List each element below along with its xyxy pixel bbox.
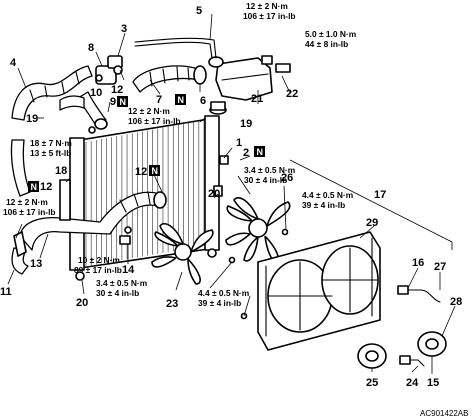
torque-fanblade-inlb: 30 ± 4 in-lb [96, 288, 139, 298]
torque-fan1-nm: 4.4 ± 0.5 N·m [302, 190, 353, 200]
callout-4: 4 [10, 57, 17, 69]
torque-drain-inlb: 89 ± 17 in-lb [74, 265, 122, 275]
fan-motor-25 [357, 343, 387, 369]
callout-6: 6 [200, 95, 206, 107]
callout-1: 1 [236, 137, 242, 149]
n-mark-2: N [257, 147, 264, 157]
callout-10: 10 [90, 87, 102, 99]
torque-drain-nm: 10 ± 2 N·m [78, 255, 120, 265]
upper-radiator-hose [132, 65, 201, 93]
torque-hose-inlb: 106 ± 17 in-lb [128, 116, 181, 126]
callout-12-top: 12 [111, 84, 123, 96]
n-mark-9: N [120, 97, 127, 107]
reserve-tank [208, 55, 291, 101]
callout-28: 28 [450, 296, 462, 308]
callout-13: 13 [30, 258, 42, 270]
callout-27: 27 [434, 261, 446, 273]
leader-lines [7, 13, 456, 374]
heater-hose [11, 65, 93, 121]
callout-19-right: 19 [240, 118, 252, 130]
callout-14: 14 [122, 264, 135, 276]
callout-8: 8 [88, 42, 94, 54]
torque-top-inlb: 106 ± 17 in-lb [243, 11, 296, 21]
overflow-hose [134, 37, 217, 59]
callout-2: 2 [243, 147, 249, 159]
callout-17: 17 [374, 189, 386, 201]
callout-25: 25 [366, 377, 378, 389]
torque-shroud-inlb: 30 ± 4 in-lb [244, 175, 287, 185]
n-mark-6: N [178, 95, 185, 105]
torque-fanblade-nm: 3.4 ± 0.5 N·m [96, 278, 147, 288]
callout-9: 9 [110, 96, 116, 108]
callout-22: 22 [286, 88, 298, 100]
callout-21: 21 [251, 93, 263, 105]
torque-lower-nm: 18 ± 7 N·m [30, 138, 72, 148]
callout-7: 7 [156, 94, 162, 106]
torque-tank-nm: 5.0 ± 1.0 N·m [305, 29, 356, 39]
callout-16: 16 [412, 257, 424, 269]
callout-20-bottom: 20 [76, 297, 88, 309]
torque-top-nm: 12 ± 2 N·m [246, 1, 288, 11]
callout-18: 18 [55, 165, 67, 177]
fan-shroud [257, 231, 381, 351]
torque-shroud-nm: 3.4 ± 0.5 N·m [244, 165, 295, 175]
callout-labels: 1 3 4 5 6 7 8 9 10 11 12 12 12 13 14 15 … [0, 5, 462, 389]
fan-large [225, 196, 291, 263]
callout-3: 3 [121, 23, 127, 35]
torque-specs: 12 ± 2 N·m 106 ± 17 in-lb 5.0 ± 1.0 N·m … [3, 1, 356, 308]
callout-29: 29 [366, 217, 378, 229]
torque-fan2-nm: 4.4 ± 0.5 N·m [198, 288, 249, 298]
torque-hose-nm: 12 ± 2 N·m [128, 106, 170, 116]
callout-23: 23 [166, 298, 178, 310]
thermostat-housing [95, 55, 123, 85]
n-mark-12-mid: N [152, 166, 159, 176]
callout-12-left: 12 [40, 181, 52, 193]
torque-fan1-inlb: 39 ± 4 in-lb [302, 200, 345, 210]
torque-lower-ftlb: 13 ± 5 ft-lb [30, 148, 71, 158]
callout-11: 11 [0, 286, 12, 298]
callout-19-left: 19 [26, 113, 38, 125]
torque-fan2-inlb: 39 ± 4 in-lb [198, 298, 241, 308]
torque-left-inlb: 106 ± 17 in-lb [3, 207, 56, 217]
callout-15: 15 [427, 377, 439, 389]
fan-23 [151, 222, 214, 285]
figure-code: AC901422AB [420, 409, 468, 418]
n-mark-12-left: N [31, 182, 38, 192]
callout-24: 24 [406, 377, 419, 389]
callout-26: 26 [281, 172, 293, 184]
callout-12-mid: 12 [135, 166, 147, 178]
callout-5: 5 [196, 5, 202, 17]
torque-left-nm: 12 ± 2 N·m [6, 197, 48, 207]
callout-20-right: 20 [208, 188, 220, 200]
torque-tank-inlb: 44 ± 8 in-lb [305, 39, 348, 49]
n-marks: N N N N N [28, 94, 265, 192]
